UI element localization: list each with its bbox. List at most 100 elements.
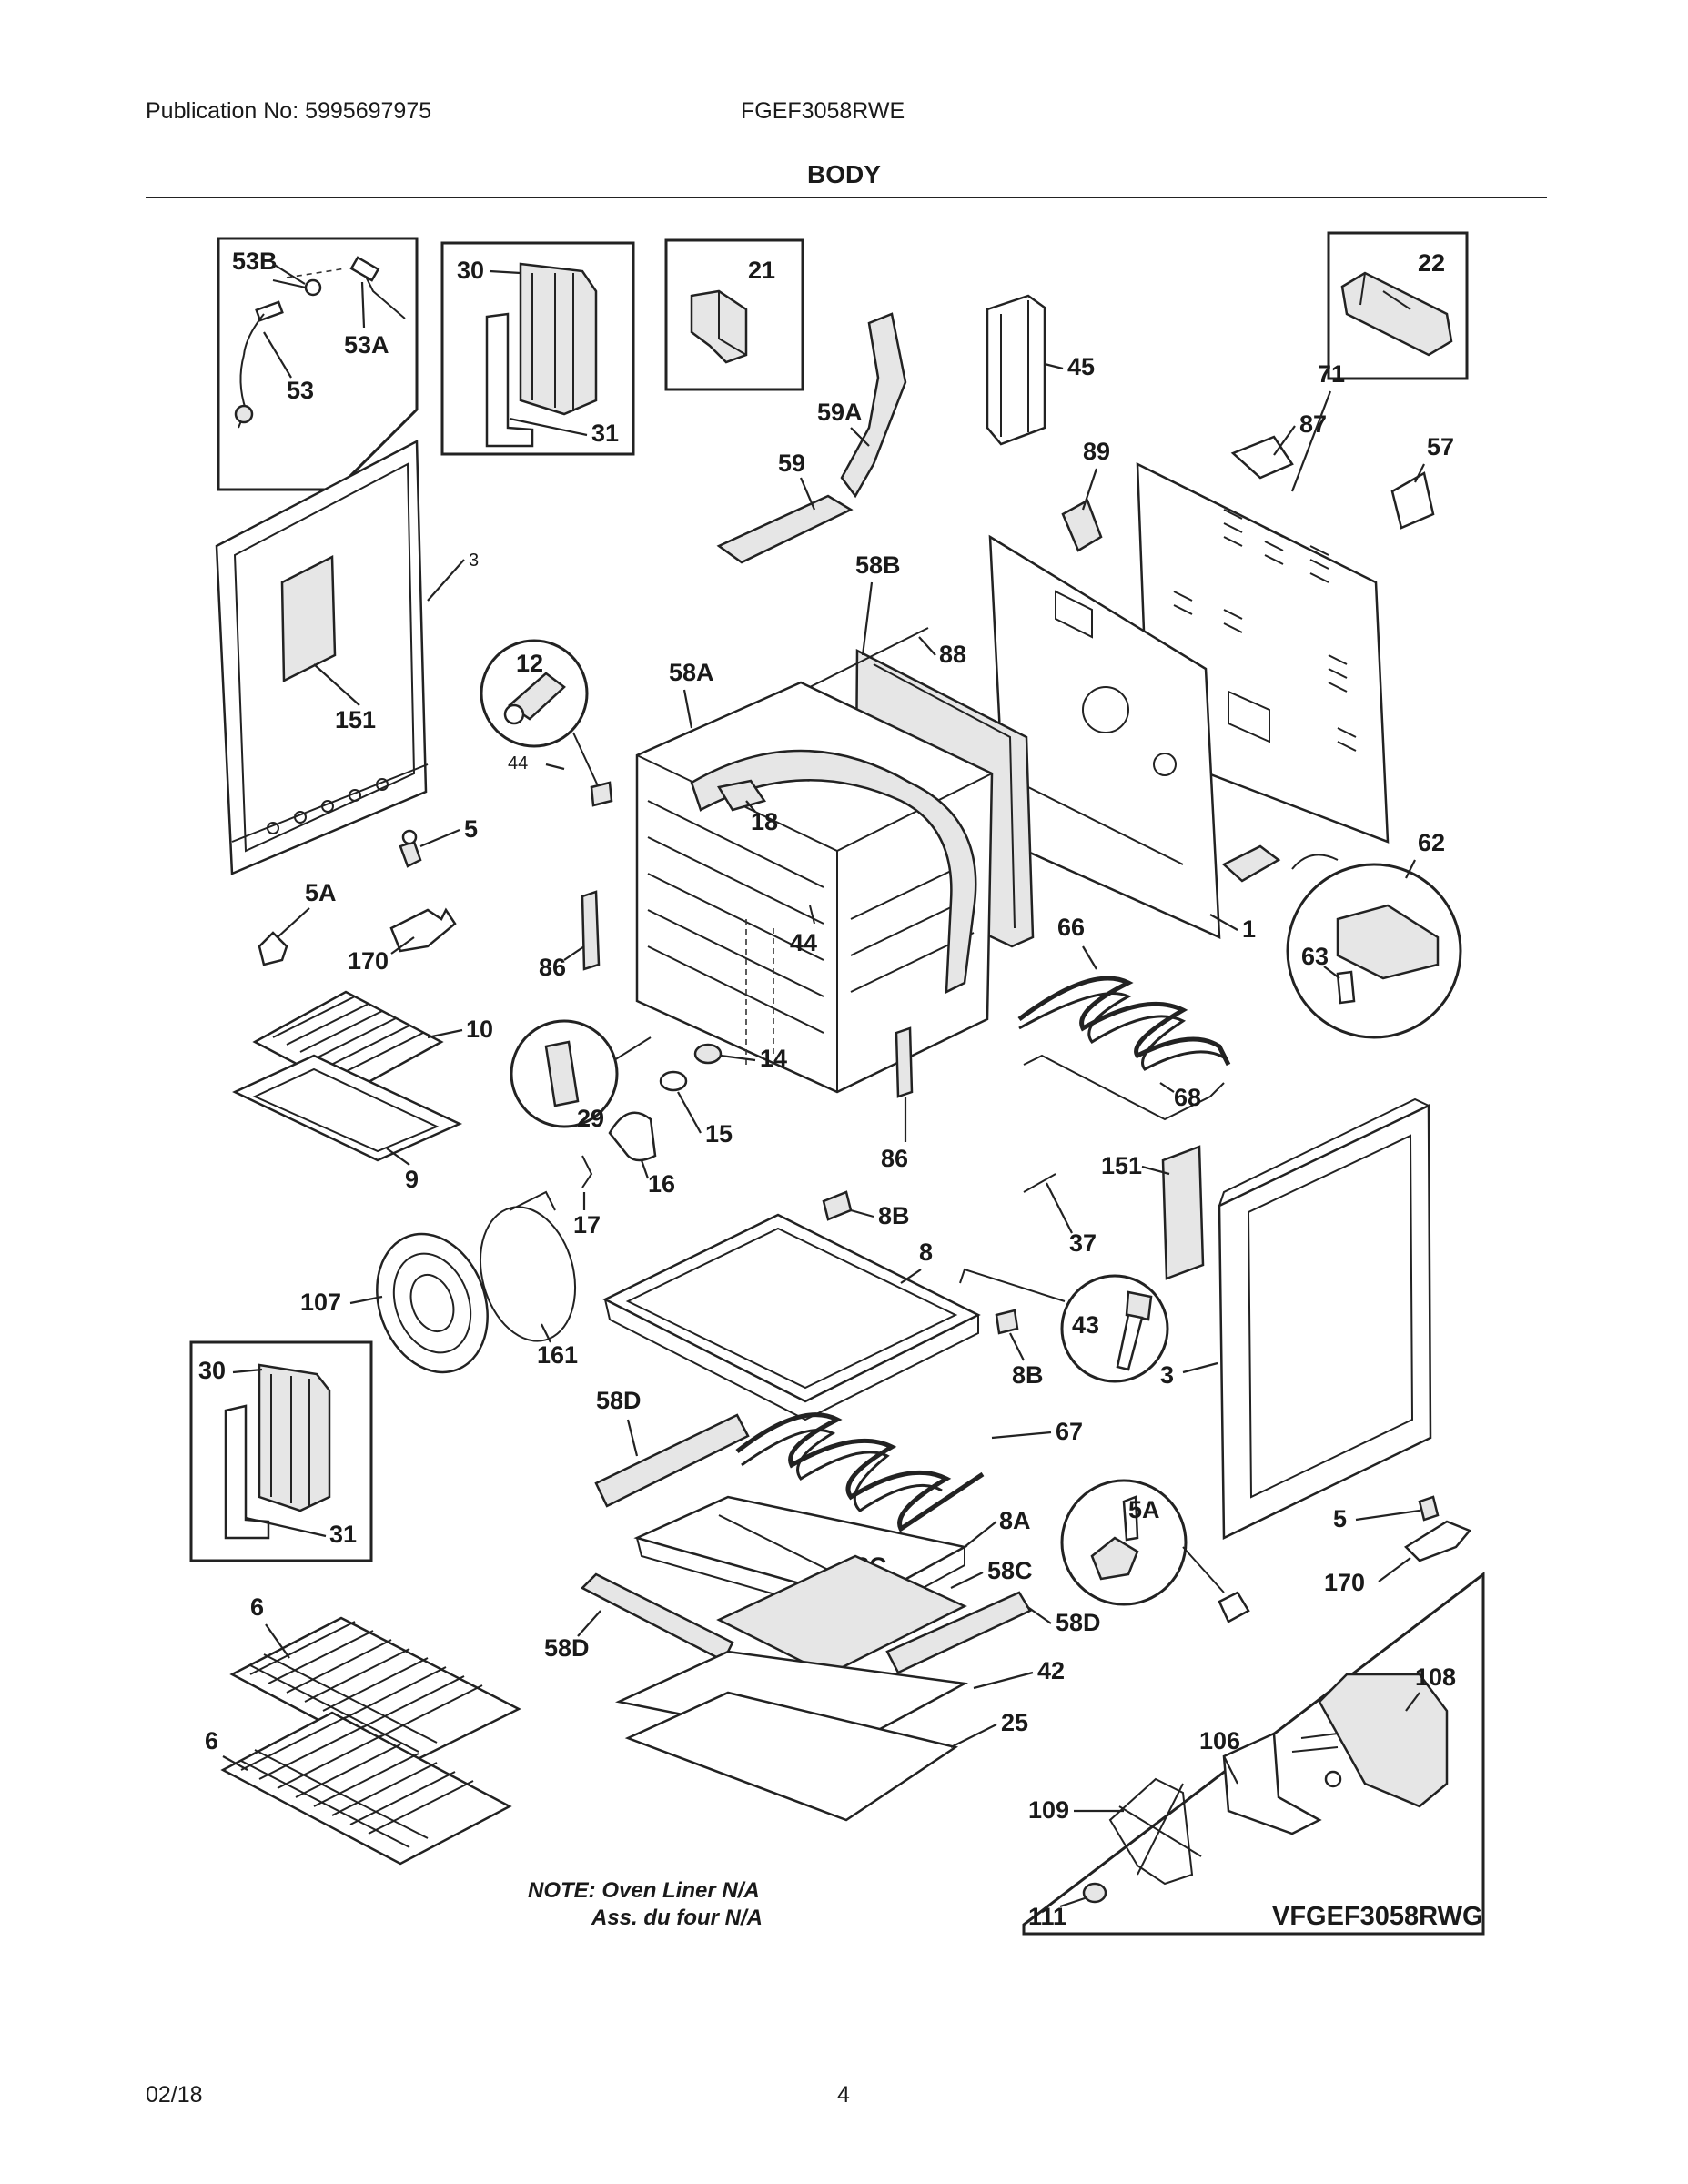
label-67: 67 [1056,1418,1083,1445]
label-58C: 58C [987,1557,1033,1584]
part-broiler-pan [232,990,463,1162]
label-22: 22 [1418,249,1445,277]
label-6-top: 6 [250,1593,264,1621]
label-30-bottom: 30 [198,1357,226,1384]
inset-box-22 [1327,231,1469,380]
part-door-frame-right [1218,1097,1432,1540]
part-insulation-58C [716,1554,967,1676]
label-6-bottom: 6 [205,1727,218,1754]
label-58D-1: 58D [596,1387,642,1414]
label-87: 87 [1299,410,1327,438]
label-111: 111 [1028,1903,1066,1930]
label-53A: 53A [344,331,389,359]
label-8A: 8A [999,1507,1031,1534]
part-insulation-58D-2 [580,1572,734,1663]
label-5A-right: 5A [1128,1496,1160,1523]
label-44-right: 44 [790,929,817,956]
label-8B-top: 8B [878,1202,910,1229]
part-hinge-left [258,829,457,966]
detail-circle-62 [1221,844,1462,1039]
label-109: 109 [1028,1796,1069,1824]
note-line-2: Ass. du four N/A [591,1906,763,1930]
publication-number: Publication No: 5995697975 [146,98,432,124]
part-clip-17 [581,1155,593,1188]
inset-box-convection [1022,1571,1485,1936]
label-17: 17 [573,1211,601,1239]
label-58D-3: 58D [1056,1609,1101,1636]
label-58A: 58A [669,659,714,686]
inset-box-21 [664,238,804,391]
part-socket-14 [693,1043,723,1065]
label-53B: 53B [232,248,278,275]
label-29: 29 [577,1105,604,1132]
part-vent-duct [716,294,1046,564]
label-31-top: 31 [591,420,619,447]
label-88: 88 [939,641,966,668]
detail-circle-5A-right [1060,1479,1250,1623]
part-bake-element [735,1412,985,1532]
label-63: 63 [1301,943,1329,970]
label-58B: 58B [855,551,901,579]
part-bracket-86-right [895,1026,914,1098]
part-door-frame-left [215,439,429,875]
label-71: 71 [1318,360,1345,388]
label-3-left: 3 [469,551,479,571]
inset-box-sensor [217,237,419,491]
section-title: BODY [807,160,881,188]
label-8B-bottom: 8B [1012,1361,1044,1389]
label-15: 15 [705,1120,733,1148]
label-5A-left: 5A [305,879,337,906]
label-57: 57 [1427,433,1454,460]
label-1: 1 [1242,915,1256,943]
label-106: 106 [1199,1727,1240,1754]
part-bottom-panel-25 [624,1691,959,1822]
label-16: 16 [648,1170,675,1198]
label-12: 12 [516,650,543,677]
label-89: 89 [1083,438,1110,465]
part-broil-element [1017,976,1231,1121]
label-170-left: 170 [348,947,389,975]
model-number: FGEF3058RWE [741,98,905,124]
part-insulation-58D-1 [594,1413,750,1508]
label-68: 68 [1174,1084,1201,1111]
label-10: 10 [466,1016,493,1043]
label-45: 45 [1067,353,1095,380]
label-9: 9 [405,1166,419,1193]
part-insulation-58D-3 [885,1591,1032,1674]
label-30-top: 30 [457,257,484,284]
variant-label: VFGEF3058RWG [1272,1902,1483,1931]
part-lens-16 [608,1111,657,1162]
label-21: 21 [748,257,775,284]
label-31-bottom: 31 [329,1521,357,1548]
detail-circle-43 [959,1268,1169,1383]
header-divider [146,197,1547,198]
label-14: 14 [760,1045,787,1072]
part-bracket-151-right [1161,1145,1205,1280]
label-53: 53 [287,377,314,404]
label-58D-2: 58D [544,1634,590,1662]
label-59A: 59A [817,399,863,426]
label-5-right: 5 [1333,1505,1347,1532]
detail-circle-29 [510,1019,619,1128]
note-line-1: NOTE: Oven Liner N/A [528,1878,760,1903]
part-oven-racks [220,1616,521,1866]
part-bulb-15 [659,1070,688,1092]
label-25: 25 [1001,1709,1028,1736]
part-fan-cover [376,1190,577,1374]
label-86-left: 86 [539,954,566,981]
label-108: 108 [1415,1663,1456,1691]
label-170-right: 170 [1324,1569,1365,1596]
label-161: 161 [537,1341,578,1369]
label-86-right: 86 [881,1145,908,1172]
label-62: 62 [1418,829,1445,856]
label-66: 66 [1057,914,1085,941]
label-18: 18 [751,808,778,835]
part-oven-bottom [602,1213,981,1421]
part-bracket-86-left [581,890,601,971]
detail-circle-12 [480,639,589,748]
label-42: 42 [1037,1657,1065,1684]
label-151-left: 151 [335,706,376,733]
label-44-left: 44 [508,753,528,774]
label-37: 37 [1069,1229,1097,1257]
label-43: 43 [1072,1311,1099,1339]
